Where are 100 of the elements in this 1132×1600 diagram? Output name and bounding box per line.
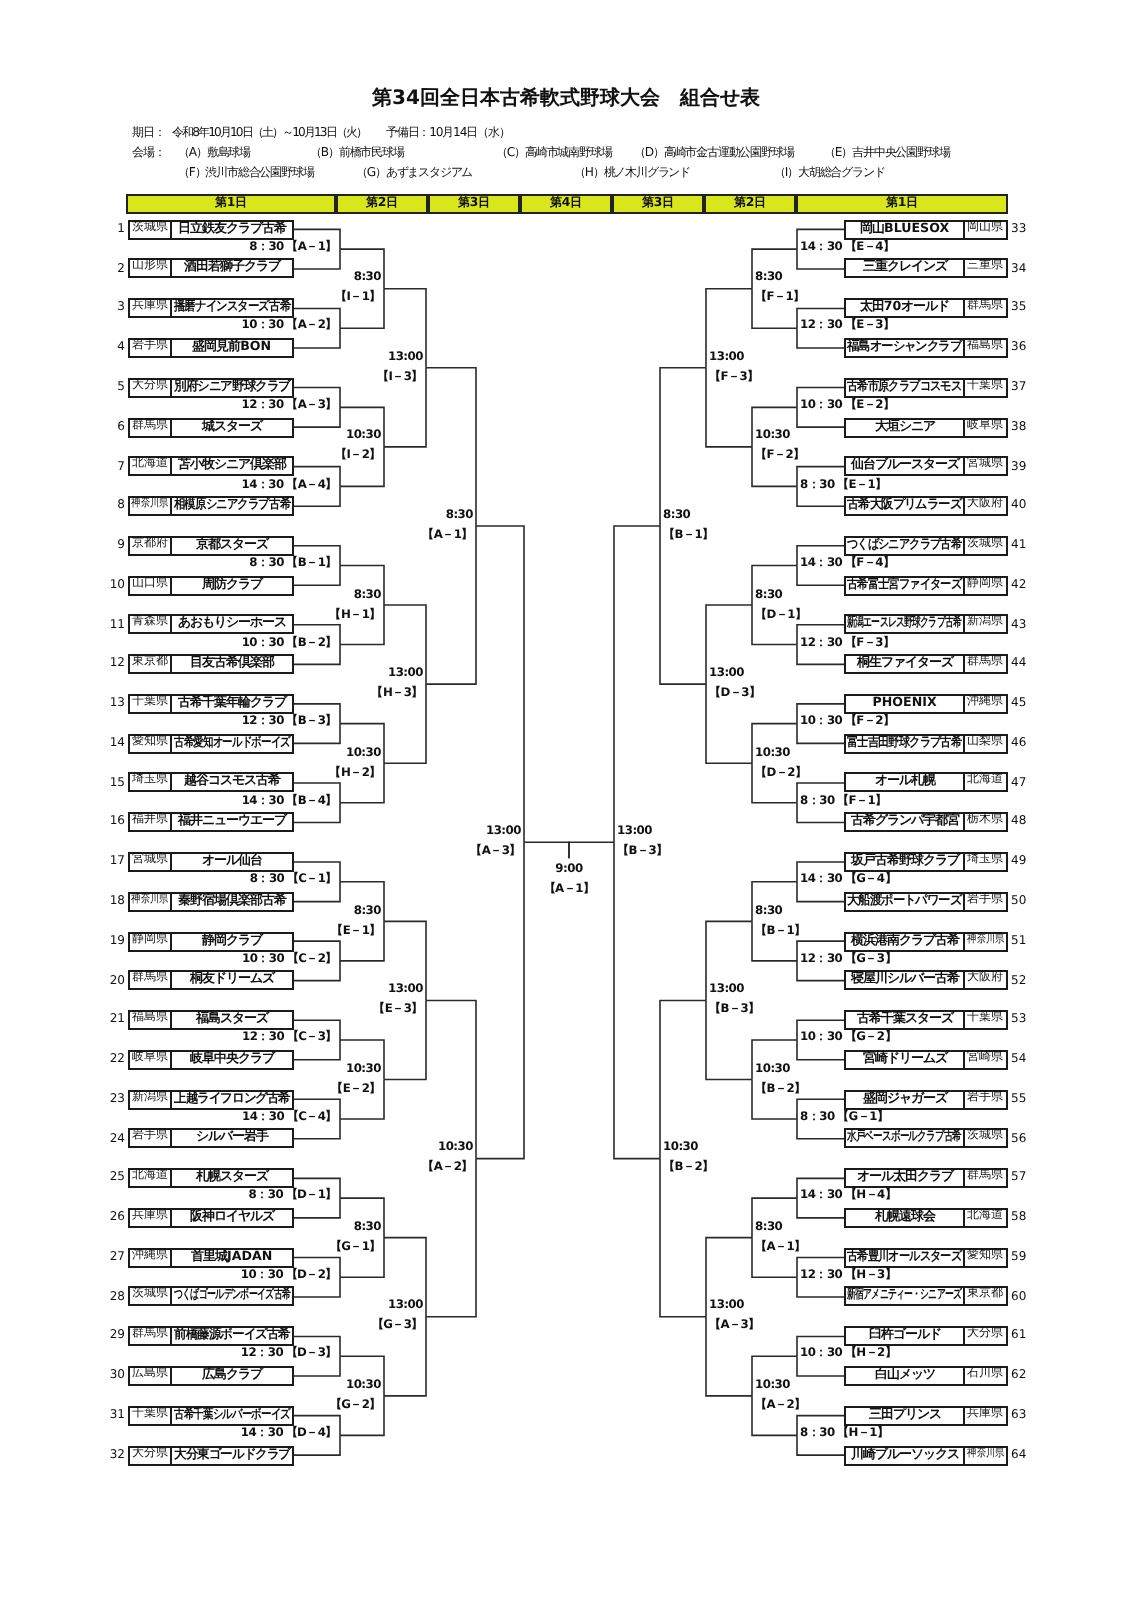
bracket-line bbox=[339, 248, 385, 290]
bracket-line bbox=[293, 307, 341, 330]
team-box bbox=[128, 377, 294, 398]
bracket-line bbox=[339, 564, 385, 606]
bracket-line bbox=[339, 920, 385, 962]
team-box bbox=[128, 812, 294, 833]
team-box bbox=[844, 812, 1008, 833]
bracket-line bbox=[293, 881, 341, 903]
bracket-line bbox=[293, 1098, 341, 1120]
bracket-line bbox=[751, 1078, 798, 1120]
team-box bbox=[128, 614, 294, 635]
bracket-line bbox=[339, 881, 385, 923]
bracket-line bbox=[425, 525, 477, 685]
bracket-line bbox=[339, 446, 385, 488]
team-box bbox=[128, 931, 294, 952]
bracket-line bbox=[293, 228, 341, 250]
bracket-line bbox=[293, 960, 341, 982]
team-box bbox=[844, 654, 1008, 675]
bracket-line bbox=[383, 683, 427, 764]
team-box bbox=[128, 535, 294, 556]
bracket-line bbox=[796, 485, 845, 507]
team-box bbox=[128, 338, 294, 358]
bracket-line bbox=[751, 722, 798, 764]
bracket-line bbox=[659, 525, 707, 685]
bracket-line bbox=[293, 1434, 341, 1456]
team-box bbox=[128, 891, 294, 912]
day-header bbox=[520, 193, 612, 213]
team-box bbox=[844, 693, 1008, 714]
team-box bbox=[128, 417, 294, 438]
bracket-line bbox=[293, 801, 341, 824]
team-box bbox=[128, 258, 294, 279]
team-box bbox=[128, 575, 294, 596]
bracket-line bbox=[293, 861, 341, 883]
day-header bbox=[796, 193, 1008, 213]
bracket-line bbox=[383, 1236, 427, 1318]
bracket-line bbox=[293, 624, 341, 646]
bracket-line bbox=[659, 367, 707, 527]
bracket-line bbox=[796, 624, 845, 646]
team-box bbox=[844, 496, 1008, 517]
team-box bbox=[844, 456, 1008, 477]
bracket-line bbox=[796, 465, 845, 488]
team-box bbox=[844, 931, 1008, 952]
team-box bbox=[128, 693, 294, 714]
bracket-line bbox=[751, 881, 798, 923]
bracket-line bbox=[705, 920, 753, 1002]
bracket-line bbox=[751, 446, 798, 488]
team-box bbox=[128, 1247, 294, 1268]
bracket-line bbox=[751, 1236, 798, 1278]
bracket-line bbox=[339, 287, 385, 330]
bracket-line bbox=[293, 1355, 341, 1377]
bracket-line bbox=[293, 1118, 341, 1140]
team-box bbox=[844, 1089, 1008, 1110]
team-box bbox=[844, 1168, 1008, 1189]
bracket-line bbox=[293, 1197, 341, 1219]
bracket-line bbox=[293, 722, 341, 745]
day-header bbox=[612, 193, 704, 213]
team-box bbox=[844, 377, 1008, 398]
team-box bbox=[844, 1405, 1008, 1426]
bracket-line bbox=[796, 861, 845, 883]
bracket-line bbox=[751, 564, 798, 606]
bracket-line bbox=[383, 1315, 427, 1397]
bracket-line bbox=[751, 1395, 798, 1437]
bracket-line bbox=[293, 1177, 341, 1199]
team-box bbox=[844, 614, 1008, 635]
bracket-line bbox=[796, 1197, 845, 1219]
bracket-line bbox=[796, 940, 845, 962]
team-box bbox=[844, 733, 1008, 754]
bracket-line bbox=[751, 287, 798, 330]
team-box bbox=[128, 298, 294, 319]
bracket-line bbox=[796, 1039, 845, 1061]
bracket-line bbox=[293, 485, 341, 507]
bracket-line bbox=[751, 604, 798, 646]
bracket-line bbox=[293, 703, 341, 725]
bracket-line bbox=[659, 999, 707, 1160]
bracket-line bbox=[705, 604, 753, 685]
bracket-line bbox=[383, 367, 427, 448]
bracket-line bbox=[796, 248, 845, 270]
team-box bbox=[844, 1445, 1008, 1466]
bracket-line bbox=[339, 1395, 385, 1437]
bracket-line bbox=[796, 1414, 845, 1437]
team-box bbox=[844, 772, 1008, 793]
day-header bbox=[126, 193, 336, 213]
team-box bbox=[128, 1089, 294, 1110]
bracket-line bbox=[796, 1434, 845, 1456]
bracket-line bbox=[796, 1019, 845, 1041]
bracket-line bbox=[293, 940, 341, 962]
bracket-line bbox=[751, 248, 798, 290]
bracket-line bbox=[293, 1276, 341, 1298]
bracket-line bbox=[339, 1236, 385, 1278]
bracket-line bbox=[751, 406, 798, 448]
bracket-line bbox=[659, 1157, 707, 1318]
bracket-line bbox=[339, 762, 385, 804]
bracket-line bbox=[796, 722, 845, 745]
bracket-line bbox=[796, 801, 845, 824]
team-box bbox=[128, 654, 294, 675]
bracket-line bbox=[796, 881, 845, 903]
team-box bbox=[128, 496, 294, 517]
team-box bbox=[844, 1286, 1008, 1307]
bracket-line bbox=[293, 1256, 341, 1278]
bracket-line bbox=[613, 841, 661, 1160]
